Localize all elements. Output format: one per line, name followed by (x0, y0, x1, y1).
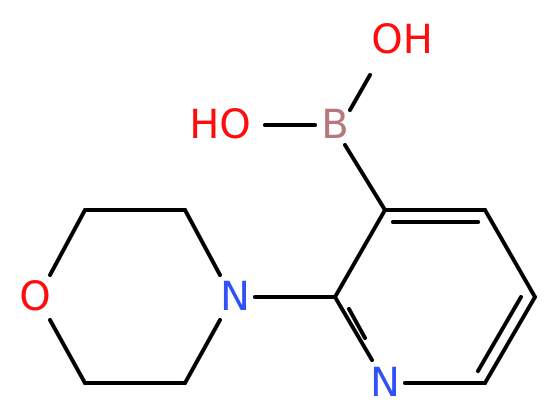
ring-oxygen-label: O (19, 274, 50, 320)
bond-c5-c6 (483, 295, 537, 385)
bond-c2-c3 (333, 208, 387, 299)
bond-n1-c2 (333, 295, 374, 362)
ho-left-label: HO (189, 102, 251, 148)
oh-top-label: OH (371, 17, 433, 63)
boron-label: B (321, 102, 348, 148)
pyridine-nitrogen-label: N (370, 360, 400, 406)
bond-mn-c-upper (183, 208, 222, 277)
bond-b-oh-top (348, 73, 372, 112)
bond-c-upper-left-o (48, 208, 87, 277)
morpholine-nitrogen-label: N (220, 274, 250, 320)
bond-c-lower-mn (183, 318, 222, 385)
bond-b-c3 (343, 143, 387, 212)
bond-o-c-lower-left (48, 318, 87, 385)
bond-n1-c2-double (347, 307, 367, 340)
bond-c5-c6-double (476, 295, 523, 373)
bond-c4-c5 (483, 208, 537, 299)
